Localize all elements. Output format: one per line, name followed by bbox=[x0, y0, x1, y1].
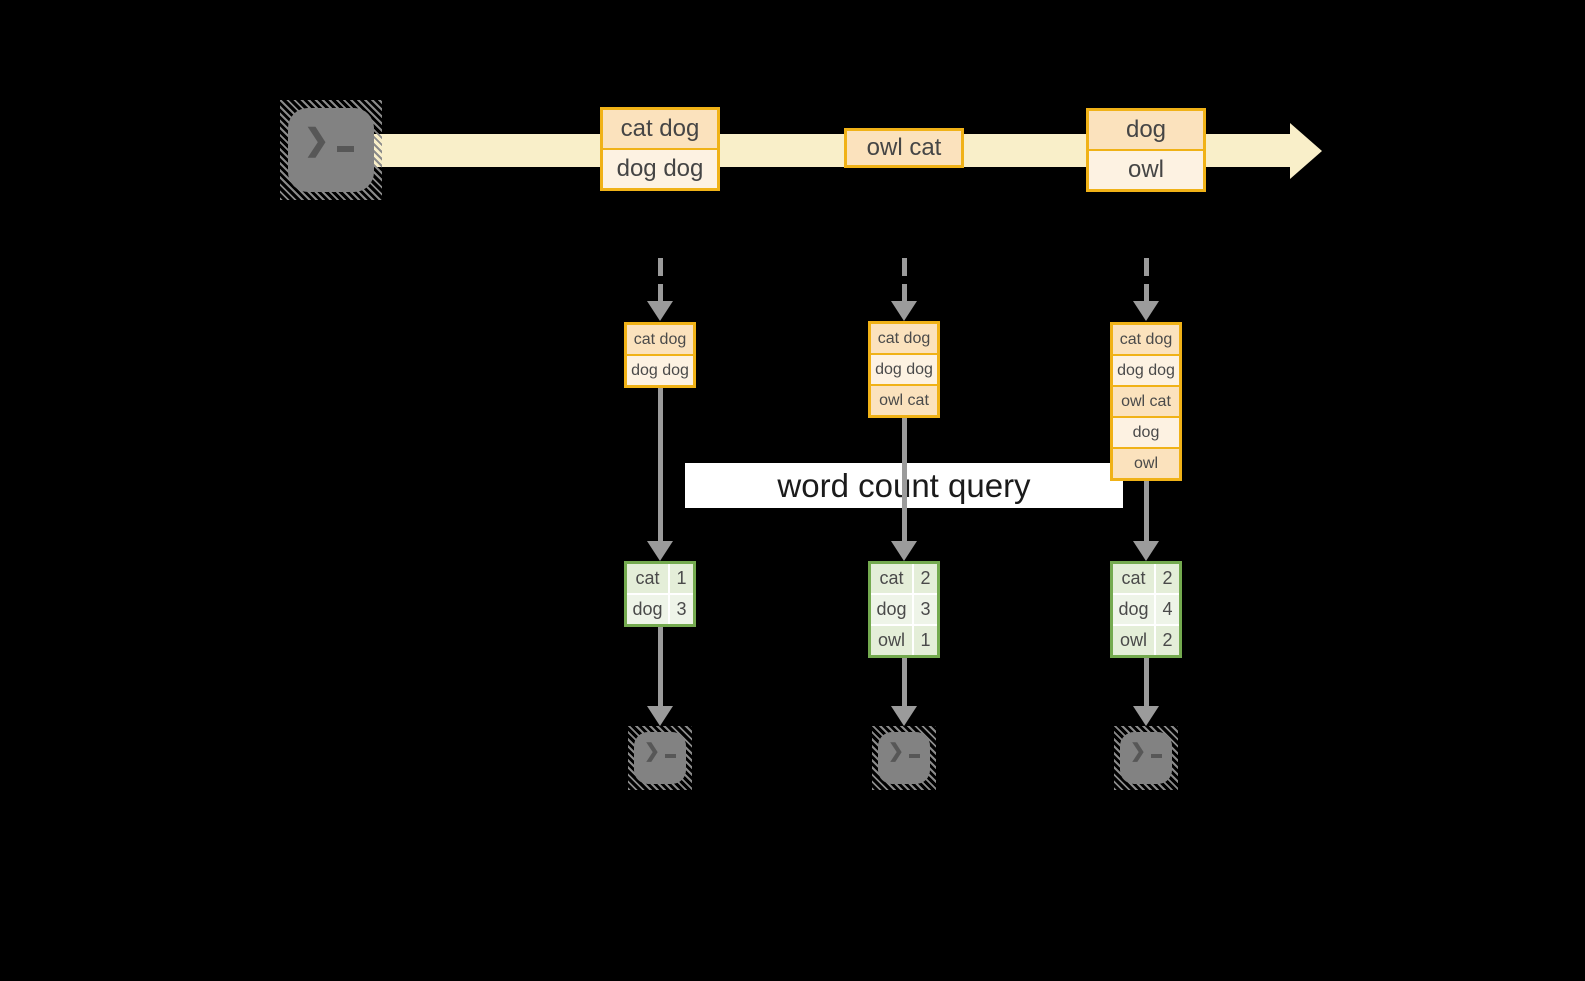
stream-event-line: cat dog bbox=[603, 110, 717, 148]
connector-arrow bbox=[891, 658, 917, 726]
dashed-arrow bbox=[1133, 258, 1159, 321]
arrowhead-icon bbox=[1133, 301, 1159, 321]
arrowhead-icon bbox=[1133, 541, 1159, 561]
arrowhead-icon bbox=[891, 301, 917, 321]
event-buffer-box: cat dog dog dog owl cat dog owl bbox=[1110, 322, 1182, 481]
stream-event-box: owl cat bbox=[844, 128, 964, 168]
word-cell: cat bbox=[627, 564, 668, 593]
word-cell: owl bbox=[871, 626, 912, 655]
sink-terminal-icon: ❯ bbox=[872, 726, 936, 790]
stream-event-line: dog bbox=[1089, 111, 1203, 149]
sink-terminal-icon: ❯ bbox=[628, 726, 692, 790]
connector-line bbox=[657, 627, 663, 706]
connector-line bbox=[1143, 481, 1149, 541]
dashed-line bbox=[901, 258, 907, 301]
connector-line bbox=[657, 388, 663, 541]
dashed-line bbox=[657, 258, 663, 301]
terminal-icon: ❯ bbox=[634, 732, 686, 784]
word-count-table: cat 2 dog 3 owl 1 bbox=[868, 561, 940, 658]
arrowhead-icon bbox=[647, 541, 673, 561]
buffer-row: owl cat bbox=[1113, 385, 1179, 416]
connector-line bbox=[901, 418, 907, 541]
event-buffer-box: cat dog dog dog bbox=[624, 322, 696, 388]
connector-arrow bbox=[647, 388, 673, 561]
buffer-row: cat dog bbox=[1113, 325, 1179, 354]
buffer-row: cat dog bbox=[871, 324, 937, 353]
word-cell: dog bbox=[871, 595, 912, 624]
arrowhead-icon bbox=[891, 706, 917, 726]
buffer-row: owl cat bbox=[871, 384, 937, 415]
prompt-underscore-icon bbox=[908, 754, 920, 758]
buffer-row: dog bbox=[1113, 416, 1179, 447]
count-cell: 1 bbox=[914, 626, 937, 655]
terminal-prompt-icon: ❯ bbox=[644, 742, 686, 761]
word-count-table: cat 2 dog 4 owl 2 bbox=[1110, 561, 1182, 658]
count-cell: 2 bbox=[914, 564, 937, 593]
count-cell: 3 bbox=[670, 595, 693, 624]
buffer-row: owl bbox=[1113, 447, 1179, 478]
prompt-chevron-icon: ❯ bbox=[644, 741, 660, 762]
dashed-line bbox=[1143, 258, 1149, 301]
terminal-icon: ❯ bbox=[1120, 732, 1172, 784]
dashed-arrow bbox=[891, 258, 917, 321]
dashed-arrow bbox=[647, 258, 673, 321]
connector-arrow bbox=[647, 627, 673, 726]
terminal-prompt-icon: ❯ bbox=[888, 742, 930, 761]
arrowhead-icon bbox=[647, 301, 673, 321]
connector-arrow bbox=[1133, 481, 1159, 561]
stream-event-box: cat dog dog dog bbox=[600, 107, 720, 191]
stream-event-line: owl cat bbox=[847, 131, 961, 165]
prompt-chevron-icon: ❯ bbox=[888, 741, 904, 762]
terminal-icon: ❯ bbox=[878, 732, 930, 784]
event-buffer-box: cat dog dog dog owl cat bbox=[868, 321, 940, 418]
prompt-underscore-icon bbox=[337, 146, 355, 152]
sink-terminal-icon: ❯ bbox=[1114, 726, 1178, 790]
connector-line bbox=[901, 658, 907, 706]
arrowhead-icon bbox=[647, 706, 673, 726]
prompt-underscore-icon bbox=[664, 754, 676, 758]
terminal-prompt-icon: ❯ bbox=[1130, 742, 1172, 761]
word-cell: cat bbox=[1113, 564, 1154, 593]
stream-event-box: dog owl bbox=[1086, 108, 1206, 192]
word-cell: cat bbox=[871, 564, 912, 593]
buffer-row: dog dog bbox=[1113, 354, 1179, 385]
stream-arrow-head-icon bbox=[1290, 123, 1322, 179]
prompt-underscore-icon bbox=[1150, 754, 1162, 758]
count-cell: 1 bbox=[670, 564, 693, 593]
buffer-row: dog dog bbox=[871, 353, 937, 384]
stream-event-line: dog dog bbox=[603, 148, 717, 188]
word-cell: dog bbox=[627, 595, 668, 624]
terminal-prompt-icon: ❯ bbox=[304, 126, 374, 156]
count-cell: 4 bbox=[1156, 595, 1179, 624]
connector-line bbox=[1143, 658, 1149, 706]
arrowhead-icon bbox=[891, 541, 917, 561]
count-cell: 2 bbox=[1156, 564, 1179, 593]
prompt-chevron-icon: ❯ bbox=[304, 124, 330, 157]
stream-event-line: owl bbox=[1089, 149, 1203, 189]
prompt-chevron-icon: ❯ bbox=[1130, 741, 1146, 762]
connector-arrow bbox=[1133, 658, 1159, 726]
source-terminal-icon: ❯ bbox=[280, 100, 382, 200]
terminal-icon: ❯ bbox=[288, 108, 374, 192]
word-cell: dog bbox=[1113, 595, 1154, 624]
buffer-row: cat dog bbox=[627, 325, 693, 354]
connector-arrow bbox=[891, 418, 917, 561]
count-cell: 2 bbox=[1156, 626, 1179, 655]
buffer-row: dog dog bbox=[627, 354, 693, 385]
word-count-table: cat 1 dog 3 bbox=[624, 561, 696, 627]
arrowhead-icon bbox=[1133, 706, 1159, 726]
word-cell: owl bbox=[1113, 626, 1154, 655]
count-cell: 3 bbox=[914, 595, 937, 624]
